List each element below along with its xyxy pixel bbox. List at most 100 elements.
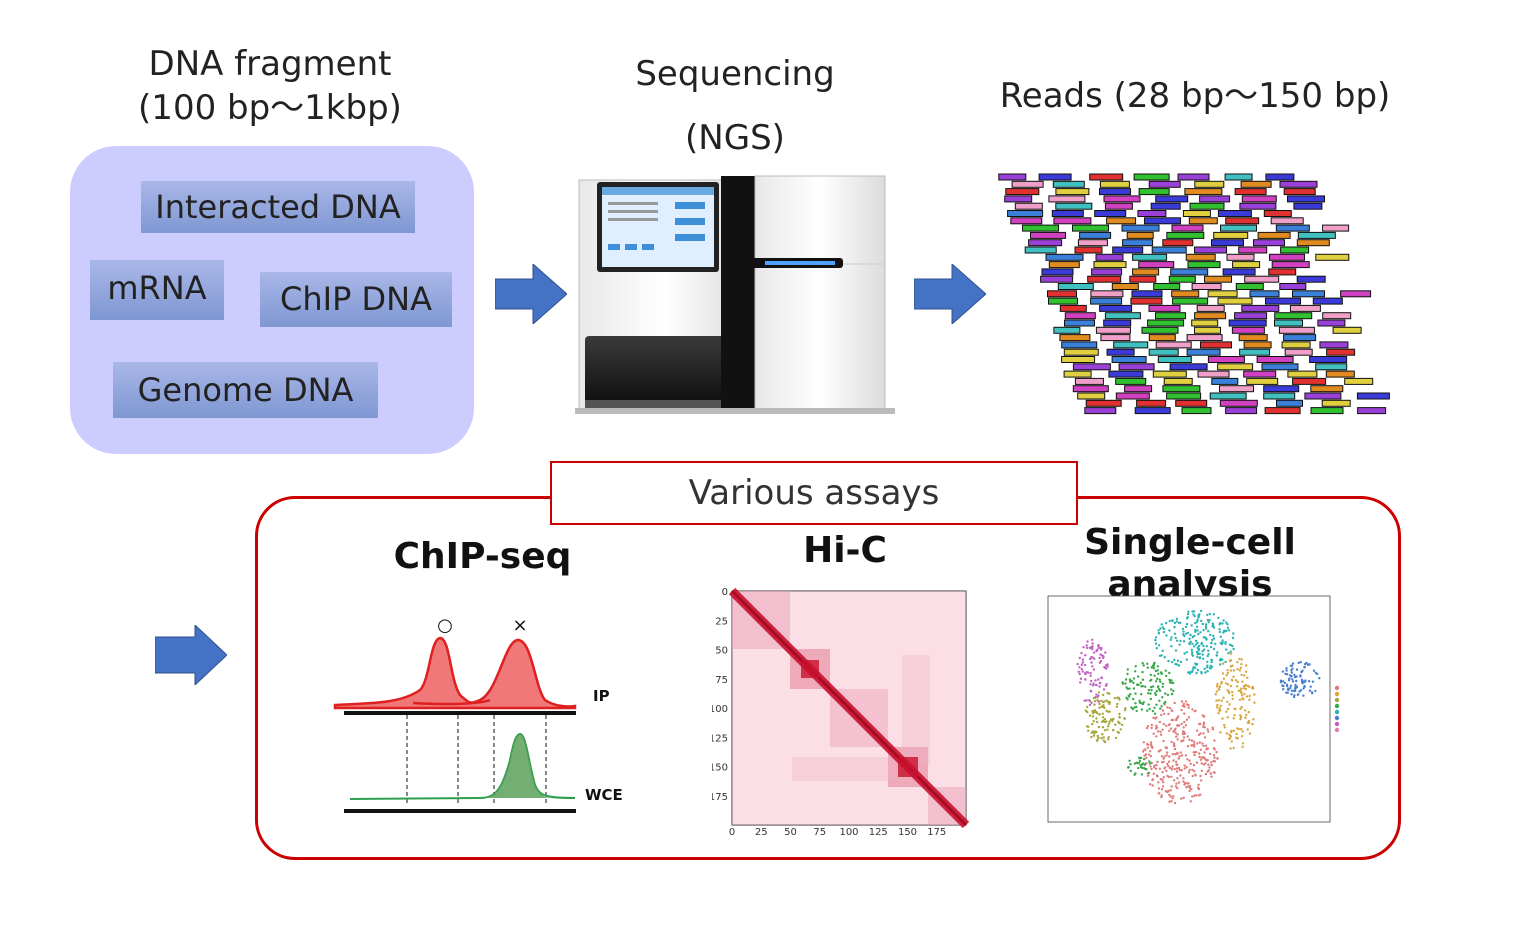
cell-point xyxy=(1088,646,1092,650)
cell-point xyxy=(1092,720,1095,723)
cell-point xyxy=(1177,781,1181,784)
cell-point xyxy=(1216,683,1219,686)
cell-point xyxy=(1150,723,1153,727)
cell-point xyxy=(1197,787,1201,791)
cell-point xyxy=(1084,709,1087,712)
cell-point xyxy=(1111,718,1114,721)
cell-point xyxy=(1190,624,1193,627)
cell-point xyxy=(1166,693,1170,697)
cell-point xyxy=(1184,625,1188,629)
read-segment xyxy=(1077,392,1106,400)
cell-point xyxy=(1193,753,1196,757)
chipseq-figure: ○ × IP WCE xyxy=(333,615,623,813)
cell-point xyxy=(1117,731,1120,734)
cell-point xyxy=(1145,756,1148,759)
cell-point xyxy=(1103,729,1107,732)
cell-point xyxy=(1212,634,1215,637)
cell-point xyxy=(1157,792,1160,795)
cell-point xyxy=(1246,676,1249,679)
cell-point xyxy=(1302,694,1305,697)
cell-point xyxy=(1213,748,1216,751)
cell-point xyxy=(1089,683,1092,686)
read-segment xyxy=(1200,341,1232,349)
read-segment xyxy=(1163,377,1193,385)
read-segment xyxy=(1138,188,1170,196)
cell-point xyxy=(1161,778,1164,781)
cell-point xyxy=(1286,691,1289,694)
cell-point xyxy=(1206,660,1209,663)
cell-point xyxy=(1174,760,1178,763)
read-segment xyxy=(1246,377,1279,385)
cell-point xyxy=(1238,669,1242,672)
cell-point xyxy=(1097,643,1100,647)
read-segment xyxy=(1091,268,1123,276)
cell-point xyxy=(1200,670,1203,674)
cell-point xyxy=(1158,767,1162,770)
cell-point xyxy=(1178,643,1181,646)
cell-point xyxy=(1152,716,1155,719)
cell-point xyxy=(1202,629,1205,632)
read-segment xyxy=(1292,290,1325,298)
read-segment xyxy=(1103,319,1132,327)
read-segment xyxy=(1171,224,1204,232)
cell-point xyxy=(1129,769,1132,773)
cell-point xyxy=(1226,707,1230,711)
cell-point xyxy=(1224,660,1227,664)
cell-point xyxy=(1153,766,1156,769)
cell-point xyxy=(1185,622,1189,626)
cell-point xyxy=(1176,659,1180,662)
read-segment xyxy=(1269,253,1305,261)
cell-point xyxy=(1189,762,1192,765)
cell-point xyxy=(1238,657,1241,661)
read-segment xyxy=(1144,217,1181,225)
cell-point xyxy=(1171,797,1174,800)
cell-point xyxy=(1106,665,1109,668)
cell-point xyxy=(1165,634,1168,637)
cell-point xyxy=(1157,672,1160,675)
cell-point xyxy=(1252,718,1255,721)
cell-point xyxy=(1160,705,1163,708)
cell-point xyxy=(1244,670,1248,673)
cell-point xyxy=(1231,691,1234,694)
cell-point xyxy=(1106,691,1109,695)
read-segment xyxy=(1344,377,1374,385)
legend-swatch xyxy=(1334,709,1340,715)
cell-point xyxy=(1206,618,1210,622)
cell-point xyxy=(1240,705,1243,709)
cell-point xyxy=(1201,742,1204,745)
cell-point xyxy=(1205,627,1208,630)
cell-point xyxy=(1156,665,1160,668)
cell-point xyxy=(1148,760,1151,763)
cell-point xyxy=(1225,648,1228,651)
cell-point xyxy=(1116,696,1119,699)
hic-xtick-label: 75 xyxy=(813,827,826,837)
read-segment xyxy=(1199,195,1231,203)
cell-point xyxy=(1299,674,1302,677)
read-segment xyxy=(1151,246,1187,254)
cell-point xyxy=(1170,636,1173,639)
read-segment xyxy=(1130,297,1163,305)
cell-point xyxy=(1251,685,1254,689)
read-segment xyxy=(1055,202,1093,210)
cell-point xyxy=(1092,696,1096,700)
read-segment xyxy=(1325,370,1355,378)
cell-point xyxy=(1226,671,1230,675)
cell-point xyxy=(1207,621,1210,624)
cell-point xyxy=(1164,700,1167,704)
cell-point xyxy=(1221,639,1224,642)
read-segment xyxy=(1100,334,1131,342)
cell-point xyxy=(1181,730,1185,733)
cell-point xyxy=(1150,666,1153,669)
read-segment xyxy=(1187,261,1221,269)
cell-point xyxy=(1126,687,1129,690)
cell-point xyxy=(1230,664,1233,668)
cell-point xyxy=(1136,675,1140,678)
cell-point xyxy=(1158,689,1162,692)
cell-point xyxy=(1136,762,1139,765)
cell-point xyxy=(1242,684,1246,688)
read-segment xyxy=(1322,224,1350,232)
cell-point xyxy=(1213,739,1216,742)
cell-point xyxy=(1207,649,1210,652)
read-segment xyxy=(1296,275,1326,283)
read-segment xyxy=(1340,290,1372,298)
